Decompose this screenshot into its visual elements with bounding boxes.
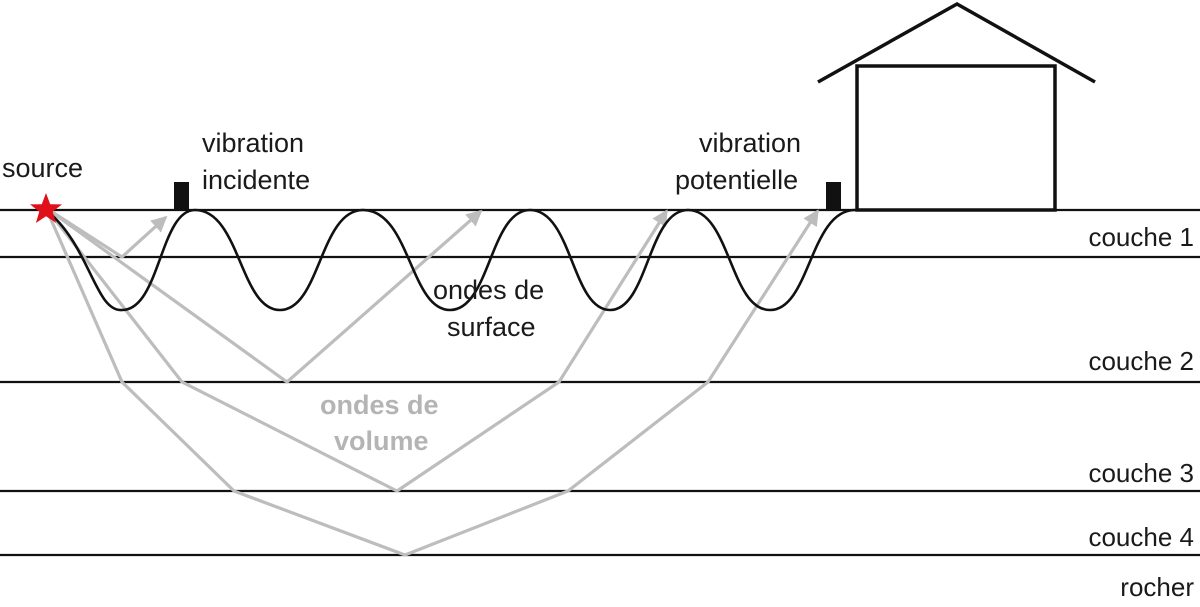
label-vibration-incidente-1: vibration	[202, 128, 304, 158]
body-wave-ray	[44, 206, 819, 557]
label-vibration-incidente-2: incidente	[202, 165, 310, 195]
sensor-potential-icon	[826, 182, 841, 210]
layer-label-couche-2: couche 2	[1088, 346, 1194, 376]
house-icon	[817, 1, 1096, 212]
label-source: source	[2, 153, 83, 183]
label-ondes-volume-1: ondes de	[320, 390, 439, 420]
label-vibration-potentielle-1: vibration	[699, 128, 801, 158]
house-roof	[817, 1, 1096, 84]
layer-label-couche-1: couche 1	[1088, 222, 1194, 252]
label-vibration-potentielle-2: potentielle	[675, 165, 798, 195]
label-ondes-volume-2: volume	[334, 426, 429, 456]
body-wave-ray	[44, 206, 483, 384]
sensor-incident-icon	[174, 182, 189, 210]
source-star-icon	[30, 193, 62, 223]
layer-label-rocher: rocher	[1120, 572, 1194, 602]
house-body	[855, 64, 1057, 212]
label-ondes-surface-1: ondes de	[433, 275, 544, 305]
body-wave-ray	[44, 206, 668, 493]
surface-wave	[45, 208, 856, 312]
layer-label-couche-3: couche 3	[1088, 458, 1194, 488]
layer-label-couche-4: couche 4	[1088, 522, 1194, 552]
label-ondes-surface-2: surface	[447, 312, 536, 342]
body-waves	[44, 206, 819, 557]
